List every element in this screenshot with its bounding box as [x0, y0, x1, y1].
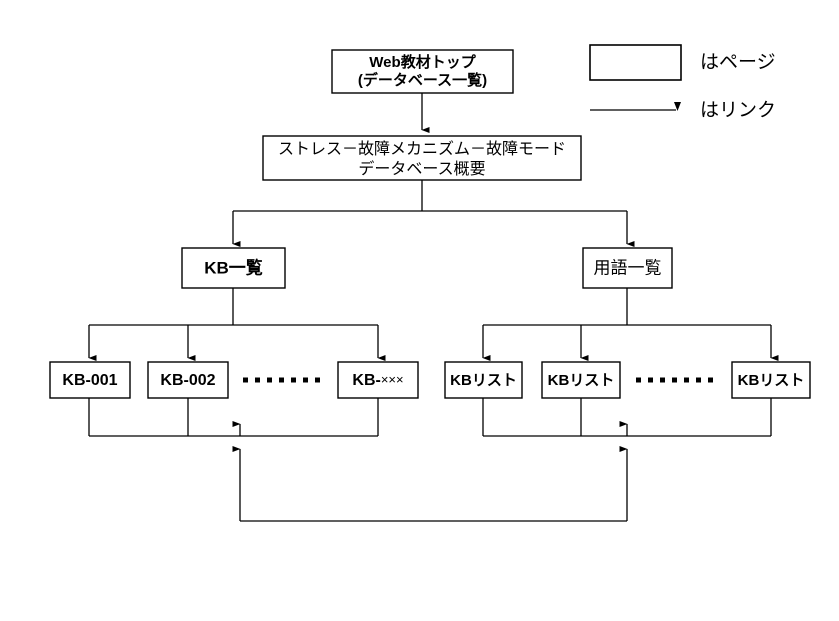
node-kb-001-label: KB-001 [62, 372, 117, 389]
node-kb-term-3-label: KBリスト [738, 372, 805, 389]
connector-bottom-loop [232, 446, 628, 522]
node-kb-term-1[interactable]: KBリスト [444, 361, 523, 399]
node-web-top[interactable]: Web教材トップ (データベース一覧) [331, 49, 514, 94]
node-kb-xxx-prefix: KB- [352, 372, 380, 389]
node-kb-xxx[interactable]: KB-××× [337, 361, 419, 399]
node-kb-002[interactable]: KB-002 [147, 361, 229, 399]
legend-page: はページ [589, 44, 776, 81]
node-kb-term-1-label: KBリスト [450, 372, 517, 389]
legend-page-label: はページ [700, 52, 776, 73]
connector-overview-to-mid [232, 180, 635, 247]
node-kb-001[interactable]: KB-001 [49, 361, 131, 399]
node-kb-list[interactable]: KB一覧 [181, 247, 286, 289]
legend-link: はリンク [590, 99, 776, 121]
node-overview-line1: ストレス－故障メカニズム－故障モード [278, 140, 566, 158]
node-kb-term-2[interactable]: KBリスト [541, 361, 621, 399]
connector-termitems-return [482, 398, 772, 437]
legend-link-label: はリンク [700, 99, 776, 121]
node-kb-term-3[interactable]: KBリスト [731, 361, 811, 399]
node-kb-list-label: KB一覧 [204, 257, 263, 277]
connector-kblist-to-items [88, 288, 386, 361]
node-web-top-line1: Web教材トップ [369, 53, 476, 71]
node-kb-xxx-suffix: ××× [381, 372, 404, 387]
node-term-list[interactable]: 用語一覧 [582, 247, 673, 289]
connector-kbitems-return [88, 398, 379, 437]
node-term-list-label: 用語一覧 [594, 258, 662, 277]
node-kb-002-label: KB-002 [160, 372, 215, 389]
node-overview-line2: データベース概要 [358, 159, 485, 178]
node-kb-xxx-label: KB-××× [352, 372, 403, 389]
node-overview[interactable]: ストレス－故障メカニズム－故障モード データベース概要 [262, 135, 582, 181]
node-kb-term-2-label: KBリスト [548, 372, 615, 389]
node-web-top-line2: (データベース一覧) [358, 71, 487, 89]
rectangle-icon [589, 44, 682, 81]
connector-termlist-to-items [482, 288, 779, 361]
